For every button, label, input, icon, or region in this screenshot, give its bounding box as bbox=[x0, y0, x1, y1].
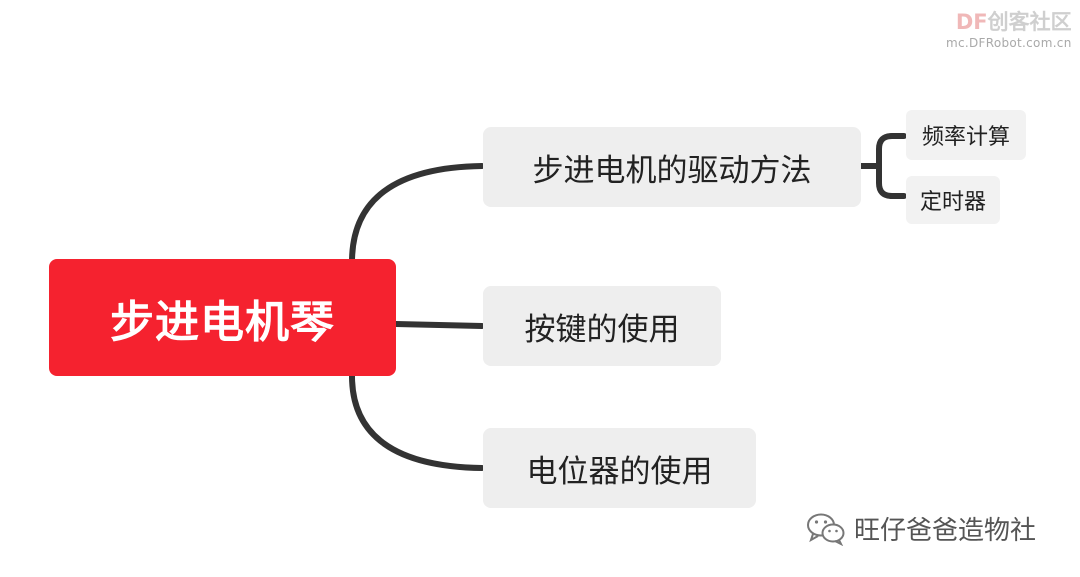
branch-node-label: 电位器的使用 bbox=[526, 453, 713, 490]
branch-node-drive-method[interactable]: 步进电机的驱动方法 bbox=[483, 127, 861, 207]
connector-branch1-leaf2 bbox=[876, 163, 907, 199]
root-node-label: 步进电机琴 bbox=[110, 296, 335, 348]
connector-root-branch1 bbox=[349, 163, 485, 265]
site-watermark: DF创客社区 mc.DFRobot.com.cn bbox=[946, 6, 1072, 50]
watermark-brand-prefix: DF bbox=[955, 10, 988, 34]
branch-node-label: 步进电机的驱动方法 bbox=[532, 152, 812, 189]
root-node[interactable]: 步进电机琴 bbox=[49, 259, 396, 376]
leaf-node-label: 定时器 bbox=[919, 190, 986, 215]
branch-node-label: 按键的使用 bbox=[524, 311, 680, 348]
watermark-url: mc.DFRobot.com.cn bbox=[946, 36, 1072, 50]
leaf-node-frequency[interactable]: 频率计算 bbox=[906, 110, 1026, 160]
watermark-brand-rest: 创客社区 bbox=[987, 10, 1072, 34]
wechat-account-name: 旺仔爸爸造物社 bbox=[854, 516, 1037, 546]
branch-node-buttons[interactable]: 按键的使用 bbox=[483, 286, 721, 366]
branch-node-potentiometer[interactable]: 电位器的使用 bbox=[483, 428, 756, 508]
watermark-brand: DF创客社区 bbox=[946, 6, 1072, 36]
leaf-node-label: 频率计算 bbox=[921, 125, 1010, 150]
connector-branch1-leaf1 bbox=[858, 133, 907, 169]
connector-root-branch3 bbox=[349, 373, 485, 471]
connector-root-branch2 bbox=[393, 321, 485, 329]
wechat-account-tag: 旺仔爸爸造物社 bbox=[806, 510, 1036, 547]
leaf-node-timer[interactable]: 定时器 bbox=[906, 176, 1000, 224]
wechat-icon bbox=[807, 513, 845, 546]
